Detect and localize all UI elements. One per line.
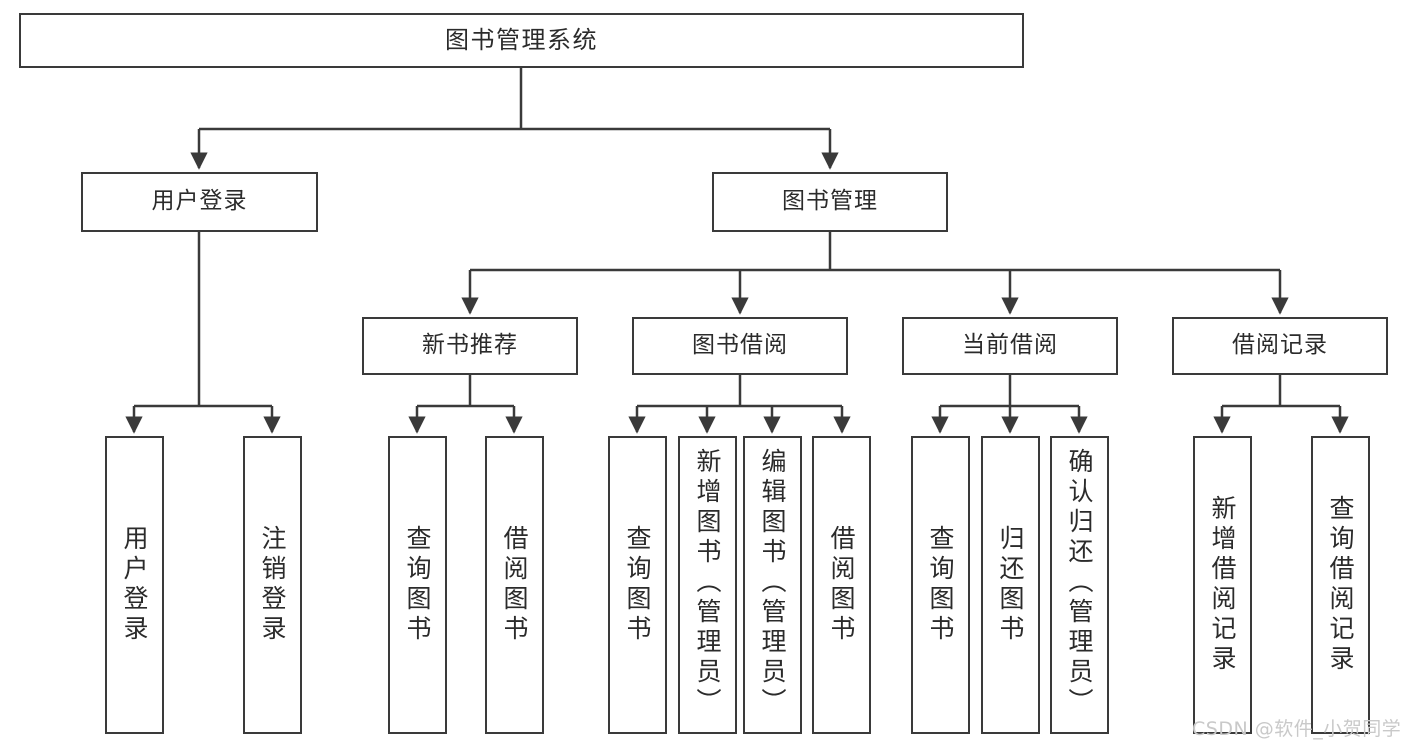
node-new-book-rec-label: 新书推荐 — [422, 332, 518, 359]
node-current-borrow[interactable]: 当前借阅 — [902, 317, 1118, 375]
node-leaf-add-book-label: 新增图书（管理员） — [693, 448, 722, 718]
node-leaf-confirm-return-label: 确认归还（管理员） — [1065, 448, 1094, 718]
node-leaf-query-book-1-label: 查询图书 — [403, 525, 432, 645]
node-leaf-query-record[interactable]: 查询借阅记录 — [1311, 436, 1370, 734]
node-leaf-query-book-3-label: 查询图书 — [926, 525, 955, 645]
node-leaf-query-record-label: 查询借阅记录 — [1326, 495, 1355, 675]
node-borrow-record-label: 借阅记录 — [1232, 332, 1328, 359]
node-book-manage-label: 图书管理 — [782, 188, 878, 215]
node-user-login[interactable]: 用户登录 — [81, 172, 318, 232]
node-leaf-borrow-book-2-label: 借阅图书 — [827, 525, 856, 645]
node-leaf-borrow-book-2[interactable]: 借阅图书 — [812, 436, 871, 734]
node-root[interactable]: 图书管理系统 — [19, 13, 1024, 68]
node-leaf-edit-book[interactable]: 编辑图书（管理员） — [743, 436, 802, 734]
node-leaf-edit-book-label: 编辑图书（管理员） — [758, 448, 787, 718]
node-current-borrow-label: 当前借阅 — [962, 332, 1058, 359]
node-leaf-logout-label: 注销登录 — [258, 525, 287, 645]
node-leaf-return-book[interactable]: 归还图书 — [981, 436, 1040, 734]
node-new-book-rec[interactable]: 新书推荐 — [362, 317, 578, 375]
node-leaf-add-record-label: 新增借阅记录 — [1208, 495, 1237, 675]
node-leaf-return-book-label: 归还图书 — [996, 525, 1025, 645]
node-user-login-label: 用户登录 — [151, 188, 248, 215]
node-book-borrow-label: 图书借阅 — [692, 332, 788, 359]
node-leaf-borrow-book-1[interactable]: 借阅图书 — [485, 436, 544, 734]
node-leaf-borrow-book-1-label: 借阅图书 — [500, 525, 529, 645]
node-book-borrow[interactable]: 图书借阅 — [632, 317, 848, 375]
node-leaf-query-book-3[interactable]: 查询图书 — [911, 436, 970, 734]
node-leaf-user-login-label: 用户登录 — [120, 525, 149, 645]
node-leaf-logout[interactable]: 注销登录 — [243, 436, 302, 734]
node-root-label: 图书管理系统 — [445, 26, 598, 55]
node-leaf-add-record[interactable]: 新增借阅记录 — [1193, 436, 1252, 734]
node-leaf-query-book-2-label: 查询图书 — [623, 525, 652, 645]
node-leaf-query-book-1[interactable]: 查询图书 — [388, 436, 447, 734]
node-leaf-query-book-2[interactable]: 查询图书 — [608, 436, 667, 734]
node-leaf-confirm-return[interactable]: 确认归还（管理员） — [1050, 436, 1109, 734]
node-leaf-user-login[interactable]: 用户登录 — [105, 436, 164, 734]
node-borrow-record[interactable]: 借阅记录 — [1172, 317, 1388, 375]
csdn-watermark: CSDN @软件_小贺同学 — [1192, 718, 1402, 740]
node-book-manage[interactable]: 图书管理 — [712, 172, 948, 232]
node-leaf-add-book[interactable]: 新增图书（管理员） — [678, 436, 737, 734]
